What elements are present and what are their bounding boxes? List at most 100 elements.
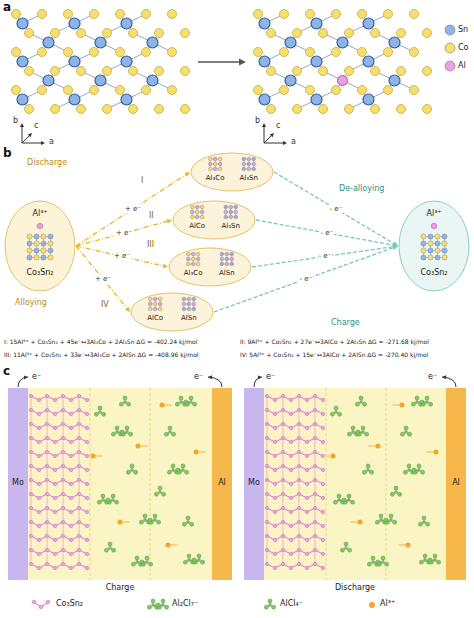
drawing (225, 257, 229, 261)
arrow-head (239, 59, 246, 66)
drawing (143, 514, 147, 518)
node-outline (172, 200, 256, 240)
arrow-head (393, 244, 398, 249)
drawing (79, 480, 80, 494)
al-ion (393, 403, 405, 408)
alcl4-ion (390, 486, 401, 496)
drawing (351, 500, 355, 504)
alcl4-ion (182, 516, 193, 526)
drawing (315, 438, 316, 452)
co-atom (371, 105, 380, 114)
drawing (283, 494, 284, 508)
drawing (229, 210, 233, 214)
node-text: Al (452, 478, 460, 488)
drawing (376, 444, 381, 449)
co-atom (293, 105, 302, 114)
drawing (158, 486, 162, 490)
drawing (283, 466, 284, 480)
co-atom (358, 10, 367, 19)
node-text: AlCo (189, 222, 205, 230)
drawing (149, 562, 153, 566)
co-atom (77, 29, 86, 38)
drawing (111, 494, 115, 498)
drawing (98, 410, 102, 414)
drawing (111, 432, 115, 436)
legend-text: AlCl₄⁻ (280, 599, 303, 609)
drawing (135, 556, 139, 560)
drawing (421, 248, 426, 253)
sn-atom (147, 75, 158, 86)
sn-atom (337, 37, 348, 48)
sn-atom (121, 94, 132, 105)
drawing (425, 396, 429, 400)
drawing (31, 466, 32, 480)
co-atom (12, 48, 21, 57)
drawing (31, 452, 32, 466)
drawing (334, 406, 338, 410)
drawing (85, 566, 88, 569)
drawing (417, 468, 421, 472)
drawing (273, 524, 276, 527)
drawing (224, 205, 228, 209)
drawing (168, 430, 172, 434)
drawing (176, 468, 180, 472)
legend-swatch (445, 61, 455, 71)
drawing (299, 494, 300, 508)
drawing (63, 494, 64, 508)
drawing (101, 494, 105, 498)
al2cl7-ion (131, 556, 152, 566)
drawing (208, 167, 212, 171)
sn-atom (363, 56, 374, 67)
drawing (321, 510, 324, 513)
drawing (321, 468, 324, 471)
annotation-label: III (146, 240, 155, 250)
drawing (344, 546, 348, 550)
drawing (31, 536, 32, 550)
drawing (366, 468, 370, 472)
drawing (305, 454, 308, 457)
drawing (289, 454, 292, 457)
drawing (47, 480, 48, 494)
drawing (161, 599, 165, 603)
drawing (31, 410, 32, 424)
arrow-head (442, 375, 446, 379)
node-text: Al₃Co (184, 269, 203, 277)
al2cl7-ion (403, 464, 424, 474)
drawing (299, 536, 300, 550)
drawing (435, 234, 440, 239)
drawing (404, 430, 408, 434)
al2cl7-ion (139, 514, 160, 524)
co-atom (397, 105, 406, 114)
drawing (267, 452, 268, 466)
drawing (168, 426, 172, 430)
drawing (265, 562, 268, 565)
drawing (267, 438, 268, 452)
drawing (415, 396, 419, 400)
edge-label: + e⁻ (115, 229, 133, 237)
node-outline (168, 247, 252, 287)
al2cl7-ion (411, 396, 432, 406)
co-atom (64, 10, 73, 19)
al-ion (194, 450, 206, 455)
drawing (267, 410, 268, 424)
alcl4-ion (400, 426, 411, 436)
drawing (379, 518, 383, 522)
drawing (196, 262, 200, 266)
drawing (267, 536, 268, 550)
drawing (53, 440, 56, 443)
drawing (69, 398, 72, 401)
drawing (421, 241, 426, 246)
co-atom (129, 67, 138, 76)
drawing (53, 398, 56, 401)
arrow-head (208, 375, 212, 379)
arrow-head (270, 133, 274, 137)
drawing (344, 542, 348, 546)
drawing (224, 215, 228, 219)
co-atom (384, 48, 393, 57)
co-atom (51, 29, 60, 38)
drawing (289, 566, 292, 569)
drawing (47, 466, 48, 480)
node-outline (130, 292, 214, 332)
annotation-label: De-alloying (338, 184, 385, 194)
drawing (273, 468, 276, 471)
